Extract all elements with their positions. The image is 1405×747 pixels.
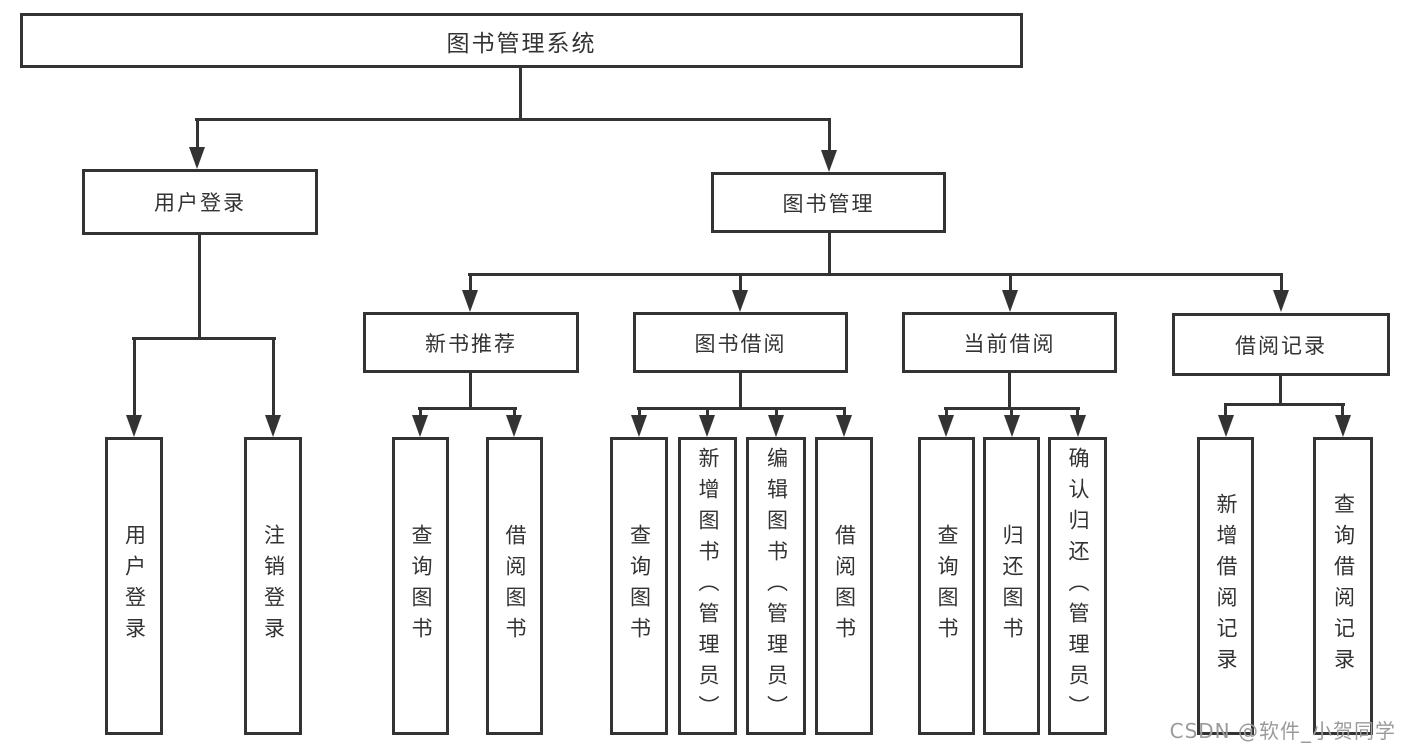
- connector-vline: [469, 273, 472, 294]
- connector-vline: [1010, 407, 1013, 419]
- arrow-down-icon: [732, 290, 748, 312]
- connector-vline: [739, 373, 742, 410]
- connector-vline: [1224, 403, 1227, 419]
- node-label: 确认归还（管理员）: [1066, 446, 1090, 726]
- node-label: 用户登录: [122, 524, 147, 648]
- node-label: 查询图书: [409, 524, 433, 648]
- connector-hline: [132, 337, 276, 340]
- arrow-down-icon: [768, 415, 784, 437]
- connector-vline: [843, 407, 846, 419]
- node-leaf-user-login: 用户登录: [105, 437, 163, 735]
- node-leaf-query-borrow-record: 查询借阅记录: [1313, 437, 1373, 735]
- node-leaf-query-books-recommend: 查询图书: [392, 437, 449, 735]
- node-book-management: 图书管理: [711, 172, 946, 233]
- connector-vline: [519, 68, 522, 121]
- arrow-down-icon: [821, 150, 837, 172]
- arrow-down-icon: [1004, 415, 1020, 437]
- node-label: 归还图书: [1000, 524, 1024, 648]
- arrow-down-icon: [631, 415, 647, 437]
- arrow-down-icon: [1070, 415, 1086, 437]
- arrow-down-icon: [1273, 290, 1289, 312]
- connector-vline: [828, 233, 831, 276]
- node-label: 用户登录: [154, 191, 246, 215]
- node-book-borrowing: 图书借阅: [633, 312, 848, 373]
- arrow-down-icon: [126, 415, 142, 437]
- connector-hline: [637, 407, 846, 410]
- connector-vline: [828, 118, 831, 152]
- node-label: 图书管理系统: [446, 30, 597, 57]
- arrow-down-icon: [412, 415, 428, 437]
- node-label: 借阅图书: [503, 524, 527, 648]
- node-leaf-add-books-admin: 新增图书（管理员）: [678, 437, 737, 735]
- connector-hline: [195, 118, 831, 121]
- node-new-book-recommend: 新书推荐: [363, 312, 579, 373]
- connector-vline: [706, 407, 709, 419]
- arrow-down-icon: [836, 415, 852, 437]
- node-label: 当前借阅: [963, 331, 1056, 356]
- connector-vline: [1009, 273, 1012, 294]
- connector-vline: [945, 407, 948, 419]
- node-label: 注销登录: [261, 524, 286, 648]
- node-leaf-logout: 注销登录: [244, 437, 302, 735]
- arrow-down-icon: [462, 290, 478, 312]
- node-label: 借阅记录: [1235, 333, 1327, 358]
- connector-vline: [775, 407, 778, 419]
- node-leaf-confirm-return-admin: 确认归还（管理员）: [1048, 437, 1107, 735]
- node-label: 查询图书: [627, 524, 652, 648]
- connector-vline: [1008, 373, 1011, 410]
- node-leaf-add-borrow-record: 新增借阅记录: [1197, 437, 1254, 735]
- node-leaf-borrow-books: 借阅图书: [815, 437, 873, 735]
- connector-vline: [133, 337, 136, 417]
- connector-vline: [513, 407, 516, 419]
- connector-vline: [1280, 273, 1283, 294]
- node-label: 查询借阅记录: [1331, 493, 1356, 679]
- node-label: 借阅图书: [832, 524, 857, 648]
- node-label: 图书管理: [782, 191, 875, 216]
- node-label: 新书推荐: [425, 331, 517, 356]
- arrow-down-icon: [1218, 415, 1234, 437]
- node-leaf-edit-books-admin: 编辑图书（管理员）: [746, 437, 806, 735]
- arrow-down-icon: [1002, 290, 1018, 312]
- node-label: 编辑图书（管理员）: [764, 446, 789, 726]
- connector-hline: [1224, 403, 1345, 406]
- arrow-down-icon: [1335, 415, 1351, 437]
- connector-vline: [469, 373, 472, 410]
- connector-vline: [196, 118, 199, 151]
- arrow-down-icon: [938, 415, 954, 437]
- connector-vline: [638, 407, 641, 419]
- connector-hline: [468, 273, 1283, 276]
- connector-vline: [272, 337, 275, 417]
- node-label: 查询图书: [935, 524, 959, 648]
- node-current-borrowing: 当前借阅: [902, 312, 1117, 373]
- node-leaf-query-books-current: 查询图书: [918, 437, 975, 735]
- node-user-login: 用户登录: [82, 169, 318, 235]
- node-leaf-borrow-books-recommend: 借阅图书: [486, 437, 543, 735]
- connector-vline: [1341, 403, 1344, 419]
- connector-vline: [739, 273, 742, 294]
- node-label: 新增借阅记录: [1214, 493, 1238, 679]
- connector-vline: [419, 407, 422, 419]
- node-label: 图书借阅: [694, 331, 787, 356]
- node-borrow-records: 借阅记录: [1172, 313, 1390, 376]
- arrow-down-icon: [189, 147, 205, 169]
- node-book-management-system: 图书管理系统: [20, 13, 1023, 68]
- node-leaf-return-books: 归还图书: [983, 437, 1040, 735]
- connector-hline: [418, 407, 517, 410]
- watermark: CSDN @软件_小贺同学: [1169, 719, 1396, 743]
- connector-vline: [1076, 407, 1079, 419]
- arrow-down-icon: [265, 415, 281, 437]
- arrow-down-icon: [699, 415, 715, 437]
- node-leaf-query-books-borrowing: 查询图书: [610, 437, 668, 735]
- connector-vline: [1279, 376, 1282, 406]
- arrow-down-icon: [506, 415, 522, 437]
- node-label: 新增图书（管理员）: [696, 446, 720, 726]
- connector-vline: [198, 235, 201, 340]
